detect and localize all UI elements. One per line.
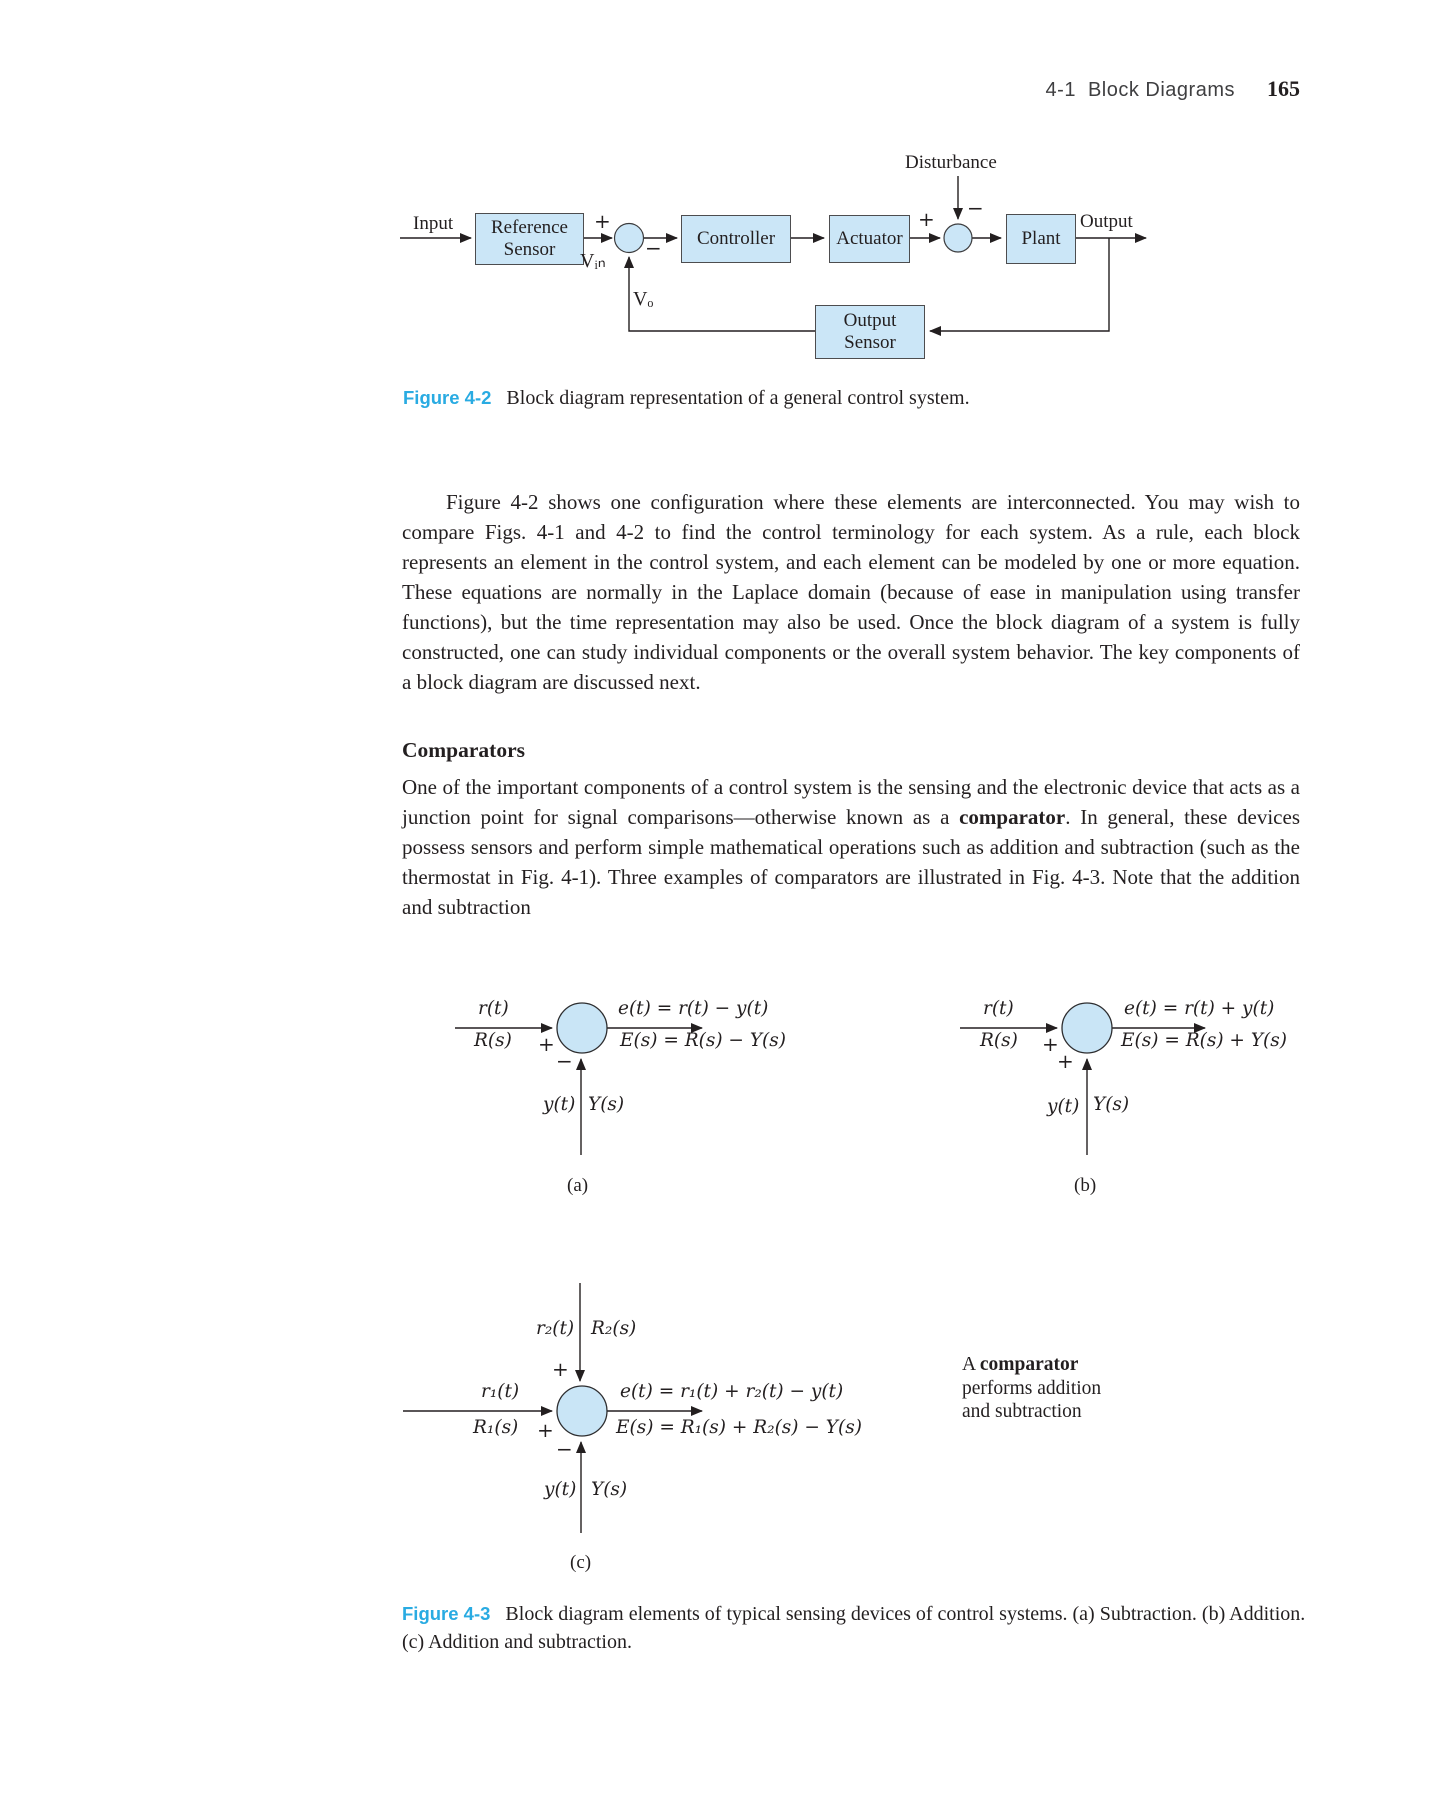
figure-4-2-caption-text: Block diagram representation of a genera… [506,387,970,409]
b-input-laplace-label: R(s) [980,1030,1018,1051]
c-feedback-time-label: y(t) [544,1479,577,1500]
output-sensor-block: Output Sensor [815,305,925,359]
a-subfigure-label: (a) [567,1175,589,1196]
sum2-plus-sign: + [918,207,935,231]
paragraph-1: Figure 4-2 shows one configuration where… [402,490,1300,694]
c-feedback-sign: − [556,1437,573,1461]
b-input-time-label: r(t) [983,998,1014,1019]
summing-junction-1 [613,222,645,254]
page-number: 165 [1267,76,1300,101]
note-line-2: performs addition [962,1377,1102,1399]
c-top-input-laplace-label: R₂(s) [591,1318,637,1339]
c-top-input-sign: + [552,1357,569,1381]
controller-block: Controller [681,215,791,263]
sum1-minus-sign: − [645,236,662,260]
plant-block: Plant [1006,214,1076,264]
c-input-laplace-label: R₁(s) [473,1417,519,1438]
b-comparator-circle [1061,1002,1113,1054]
note-line-1: A comparator [962,1353,1101,1377]
c-input-sign: + [537,1418,554,1442]
comparator-side-note: A comparator performs addition and subtr… [962,1353,1101,1424]
running-head: 4-1 Block Diagrams 165 [0,76,1300,102]
b-feedback-time-label: y(t) [1047,1096,1080,1117]
disturbance-label: Disturbance [905,152,997,173]
a-feedback-sign: − [556,1049,573,1073]
sum1-plus-sign: + [594,209,611,233]
c-subfigure-label: (c) [570,1552,592,1573]
paragraph-2: One of the important components of a con… [402,772,1300,922]
a-input-sign: + [538,1032,555,1056]
a-input-time-label: r(t) [478,998,509,1019]
b-input-sign: + [1042,1032,1059,1056]
b-equation-time: e(t) = r(t) + y(t) [1124,998,1275,1019]
a-comparator-circle [556,1002,608,1054]
note-bold-term: comparator [979,1354,1079,1375]
figure-4-3-caption-text: Block diagram elements of typical sensin… [402,1603,1306,1653]
b-subfigure-label: (b) [1074,1175,1097,1196]
note-line-3: and subtraction [962,1401,1082,1422]
section-title: Block Diagrams [1087,79,1235,101]
figure-4-3-caption-label: Figure 4-3 [402,1603,491,1624]
v-o-label: Vₒ [633,288,654,310]
b-feedback-sign: + [1057,1049,1074,1073]
c-top-input-time-label: r₂(t) [536,1318,575,1339]
output-label: Output [1080,211,1133,232]
paragraph-2-bold-term: comparator [959,805,1066,829]
note-line-1-text: A [962,1354,980,1375]
a-equation-laplace: E(s) = R(s) − Y(s) [620,1030,786,1051]
a-feedback-time-label: y(t) [543,1094,576,1115]
b-equation-laplace: E(s) = R(s) + Y(s) [1121,1030,1287,1051]
c-equation-laplace: E(s) = R₁(s) + R₂(s) − Y(s) [616,1417,862,1438]
figure-4-2-caption-label: Figure 4-2 [403,387,492,408]
c-equation-time: e(t) = r₁(t) + r₂(t) − y(t) [620,1381,844,1402]
actuator-block: Actuator [829,215,910,263]
paragraph-2-before: One of the important components of a con… [402,775,1300,829]
c-feedback-laplace-label: Y(s) [591,1479,628,1500]
a-input-laplace-label: R(s) [474,1030,512,1051]
section-number: 4-1 [1045,79,1076,101]
feedback-to-sum1-arrow [624,256,815,332]
input-label: Input [413,213,454,234]
sum2-minus-sign: − [967,196,984,220]
a-equation-time: e(t) = r(t) − y(t) [618,998,769,1019]
c-input-time-label: r₁(t) [481,1381,520,1402]
v-in-label: Vᵢₙ [580,250,606,272]
comparators-heading: Comparators [402,738,526,762]
reference-sensor-block: Reference Sensor [475,213,584,265]
paragraph-2-after: . In general, these devices possess sens… [402,805,1300,919]
summing-junction-2 [943,223,973,253]
figure-4-2-caption: Figure 4-2 Block diagram representation o… [403,384,1303,412]
c-comparator-circle [556,1385,608,1437]
a-feedback-laplace-label: Y(s) [588,1094,625,1115]
b-feedback-laplace-label: Y(s) [1093,1094,1130,1115]
